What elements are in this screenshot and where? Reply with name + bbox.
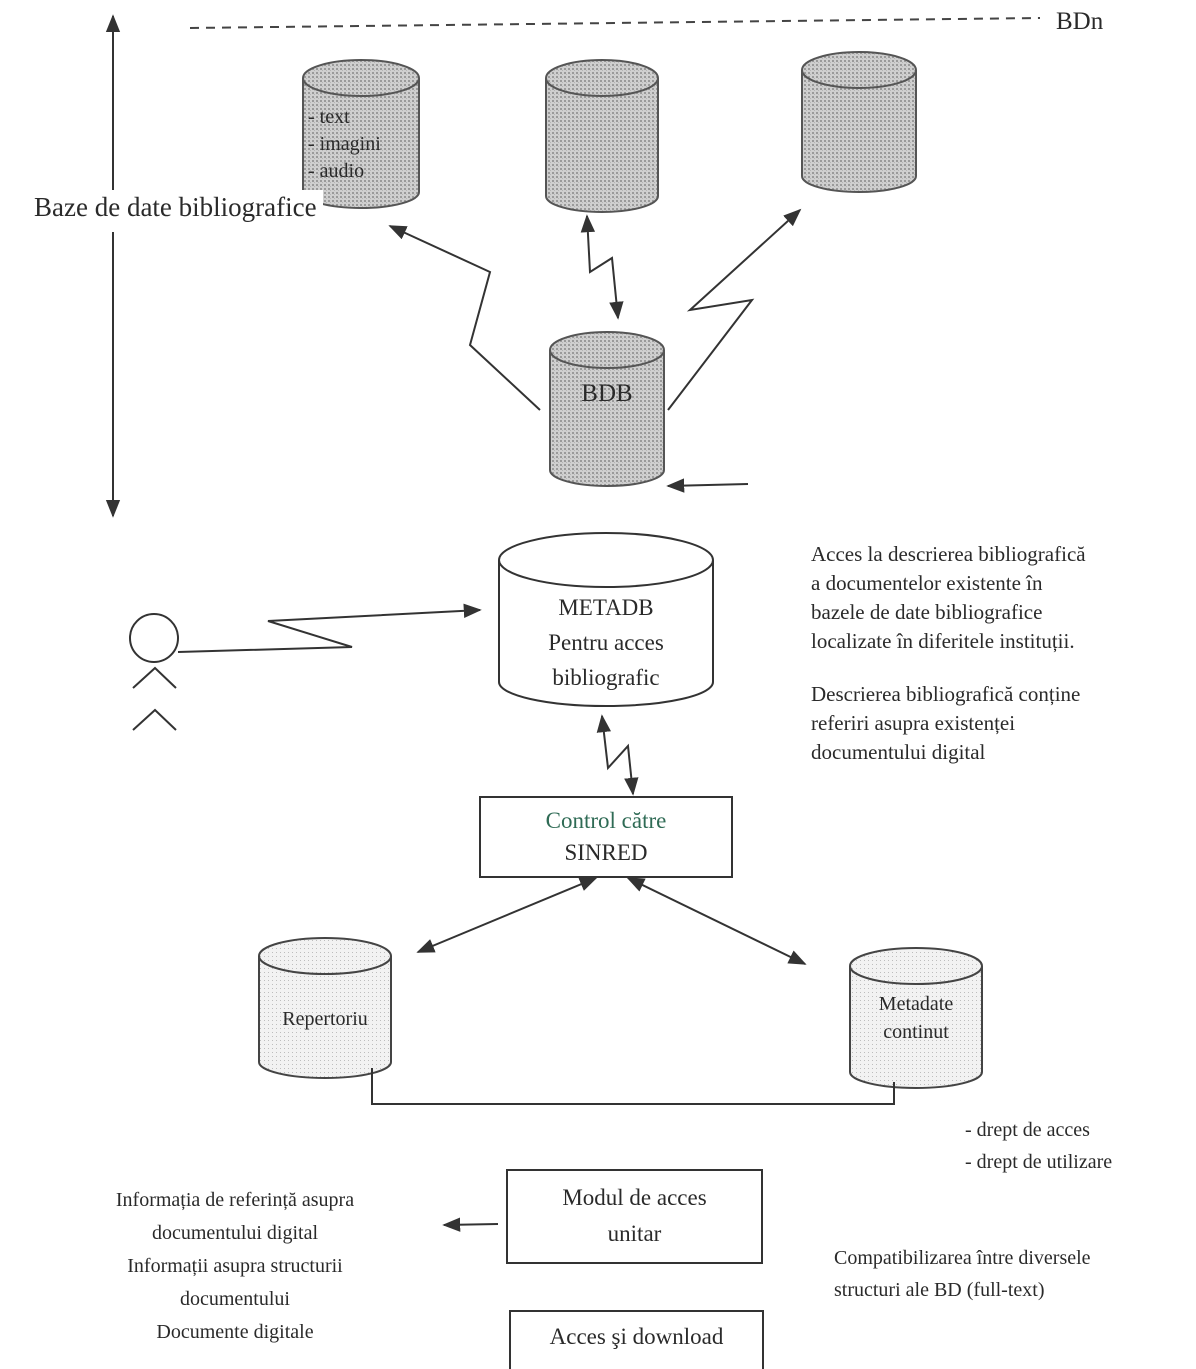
right-description-2-line: Descrierea bibliografică conține	[811, 682, 1081, 706]
control-line2: SINRED	[564, 840, 648, 865]
metadate-cylinder	[849, 947, 983, 1089]
modul-box	[506, 1169, 763, 1264]
metadb-title: METADB	[558, 595, 654, 620]
bdb-label: BDB	[581, 380, 633, 407]
link-bdb-to-cyl3	[667, 208, 802, 411]
repertoriu-cylinder	[258, 937, 392, 1079]
left-info-line: Informația de referință asupra	[115, 1189, 355, 1211]
database-cylinder-1	[302, 59, 420, 209]
modul-line1: Modul de acces	[562, 1185, 707, 1210]
right-description-2: Descrierea bibliografică conține referir…	[811, 680, 1167, 767]
right-description-1-line: bazele de date bibliografice	[811, 600, 1043, 624]
metadb-line3: bibliografic	[552, 665, 660, 690]
right-description-1-line: Acces la descrierea bibliografică	[811, 542, 1086, 566]
user-actor-icon	[129, 613, 179, 731]
bdn-dashed-line	[189, 17, 1041, 29]
metadate-label: Metadate continut	[850, 990, 982, 1046]
right-description-2-line: referiri asupra existenței	[811, 711, 1016, 735]
left-info-line: Documente digitale	[156, 1321, 314, 1343]
acces-download-label: Acces şi download	[549, 1324, 724, 1349]
metadb-line2: Pentru acces	[548, 630, 664, 655]
cylinder-1-item: - imagini	[308, 133, 381, 155]
right-description-1-line: a documentelor existente în	[811, 571, 1043, 595]
cylinder-1-item-list: - text - imagini - audio	[308, 104, 381, 185]
compat-line: structuri ale BD (full-text)	[834, 1279, 1045, 1301]
right-description-1: Acces la descrierea bibliografică a docu…	[811, 540, 1167, 656]
link-bdb-to-cyl1	[388, 225, 541, 411]
arrow-modul-to-info	[442, 1217, 499, 1232]
cylinder-1-item: - text	[308, 106, 350, 128]
modul-line2: unitar	[607, 1221, 662, 1246]
left-info-line: documentului	[180, 1288, 290, 1310]
metadb-cylinder	[498, 532, 714, 707]
control-box	[479, 796, 733, 878]
arrow-into-bdb	[666, 478, 749, 493]
database-cylinder-2	[545, 59, 659, 213]
left-info-line: Informații asupra structurii	[127, 1255, 343, 1277]
bdn-label: BDn	[1056, 8, 1104, 35]
control-label: Control către SINRED	[480, 805, 732, 869]
left-info: Informația de referință asupra documentu…	[60, 1184, 410, 1349]
link-control-to-repertoriu	[416, 877, 598, 953]
rights-list: - drept de acces - drept de utilizare	[965, 1114, 1112, 1178]
acces-download-box	[509, 1310, 764, 1369]
right-description-1-line: localizate în diferitele instituții.	[811, 629, 1075, 653]
link-control-to-metadate	[626, 877, 807, 965]
modul-label: Modul de acces unitar	[507, 1180, 762, 1252]
repertoriu-label: Repertoriu	[282, 1008, 368, 1030]
rights-item: - drept de acces	[965, 1119, 1090, 1141]
metadate-line2: continut	[883, 1021, 949, 1043]
left-info-line: documentului digital	[151, 1222, 319, 1244]
side-label: Baze de date bibliografice	[28, 190, 323, 225]
rights-item: - drept de utilizare	[965, 1151, 1113, 1173]
bracket-repertoriu-metadate	[371, 1068, 895, 1105]
control-line1: Control către	[545, 808, 667, 833]
right-description-2-line: documentului digital	[811, 740, 986, 764]
link-user-to-metadb	[177, 603, 482, 653]
metadb-label: METADB Pentru acces bibliografic	[499, 590, 713, 695]
compat-text: Compatibilizarea între diversele structu…	[834, 1242, 1091, 1306]
bdb-cylinder	[549, 331, 665, 487]
metadate-line1: Metadate	[878, 993, 954, 1015]
compat-line: Compatibilizarea între diversele	[834, 1247, 1091, 1269]
link-bdb-to-cyl2	[580, 214, 624, 320]
cylinder-1-item: - audio	[308, 160, 365, 182]
database-cylinder-3	[801, 51, 917, 193]
link-metadb-to-control	[596, 714, 639, 796]
